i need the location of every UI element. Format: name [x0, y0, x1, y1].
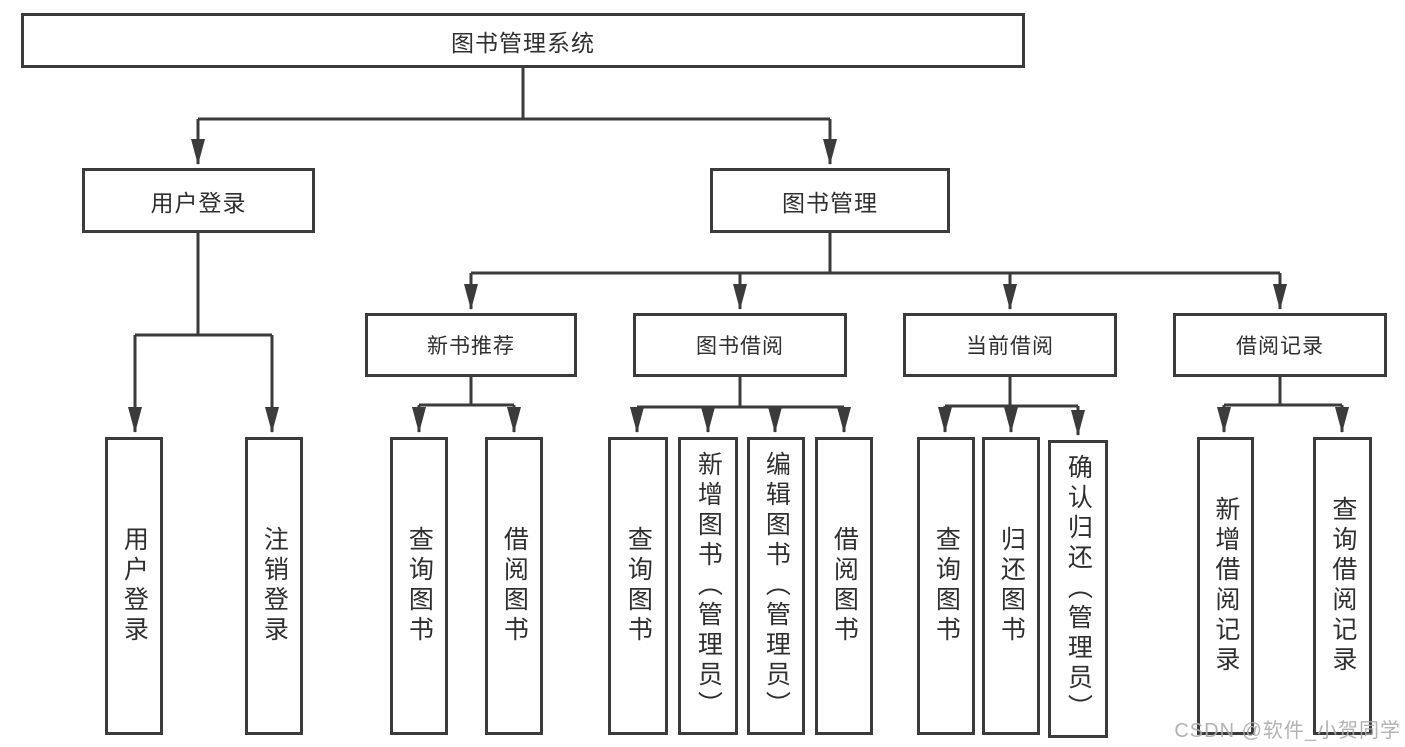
leaf-query-books-recommend: 查询图书: [390, 437, 448, 735]
leaf-query-borrow-record: 查询借阅记录: [1313, 437, 1372, 735]
node-book-management: 图书管理: [710, 168, 950, 233]
leaf-add-book-admin: 新增图书（管理员）: [678, 437, 738, 735]
node-label: 用户登录: [150, 189, 247, 216]
node-book-borrowing: 图书借阅: [633, 313, 847, 377]
leaf-edit-book-admin: 编辑图书（管理员）: [747, 437, 805, 735]
node-borrowing-records: 借阅记录: [1173, 313, 1387, 377]
leaf-return-book: 归还图书: [982, 437, 1040, 735]
leaf-borrow-books-recommend: 借阅图书: [485, 437, 543, 735]
leaf-logout-login: 注销登录: [245, 437, 303, 735]
node-user-login: 用户登录: [82, 168, 315, 233]
leaf-confirm-return-admin: 确认归还（管理员）: [1048, 440, 1108, 738]
node-label: 编辑图书（管理员）: [762, 451, 791, 721]
leaf-user-login: 用户登录: [105, 437, 163, 735]
node-label: 新增借阅记录: [1211, 496, 1240, 676]
node-label: 借阅图书: [830, 526, 859, 646]
csdn-watermark: CSDN @软件_小贺同学: [1174, 720, 1401, 742]
node-label: 借阅记录: [1236, 335, 1324, 358]
node-label: 注销登录: [260, 526, 289, 646]
node-label: 确认归还（管理员）: [1064, 454, 1093, 724]
node-label: 归还图书: [997, 526, 1026, 646]
node-current-borrowing: 当前借阅: [903, 313, 1117, 377]
node-label: 借阅图书: [500, 526, 529, 646]
leaf-borrow-books-borrowing: 借阅图书: [815, 437, 873, 735]
node-library-management-system: 图书管理系统: [21, 13, 1025, 68]
node-label: 查询图书: [624, 526, 653, 646]
node-label: 查询借阅记录: [1328, 496, 1357, 676]
node-label: 新增图书（管理员）: [694, 451, 723, 721]
node-label: 用户登录: [120, 526, 149, 646]
node-label: 当前借阅: [966, 335, 1054, 358]
node-label: 图书管理系统: [451, 29, 595, 56]
node-label: 图书管理: [782, 189, 878, 216]
node-label: 查询图书: [932, 526, 961, 646]
node-label: 查询图书: [405, 526, 434, 646]
leaf-query-books-current: 查询图书: [917, 437, 975, 735]
node-label: 新书推荐: [427, 335, 515, 358]
node-new-book-recommendation: 新书推荐: [365, 313, 577, 377]
leaf-query-books-borrowing: 查询图书: [608, 437, 668, 735]
leaf-add-borrow-record: 新增借阅记录: [1197, 437, 1254, 735]
node-label: 图书借阅: [696, 335, 784, 358]
